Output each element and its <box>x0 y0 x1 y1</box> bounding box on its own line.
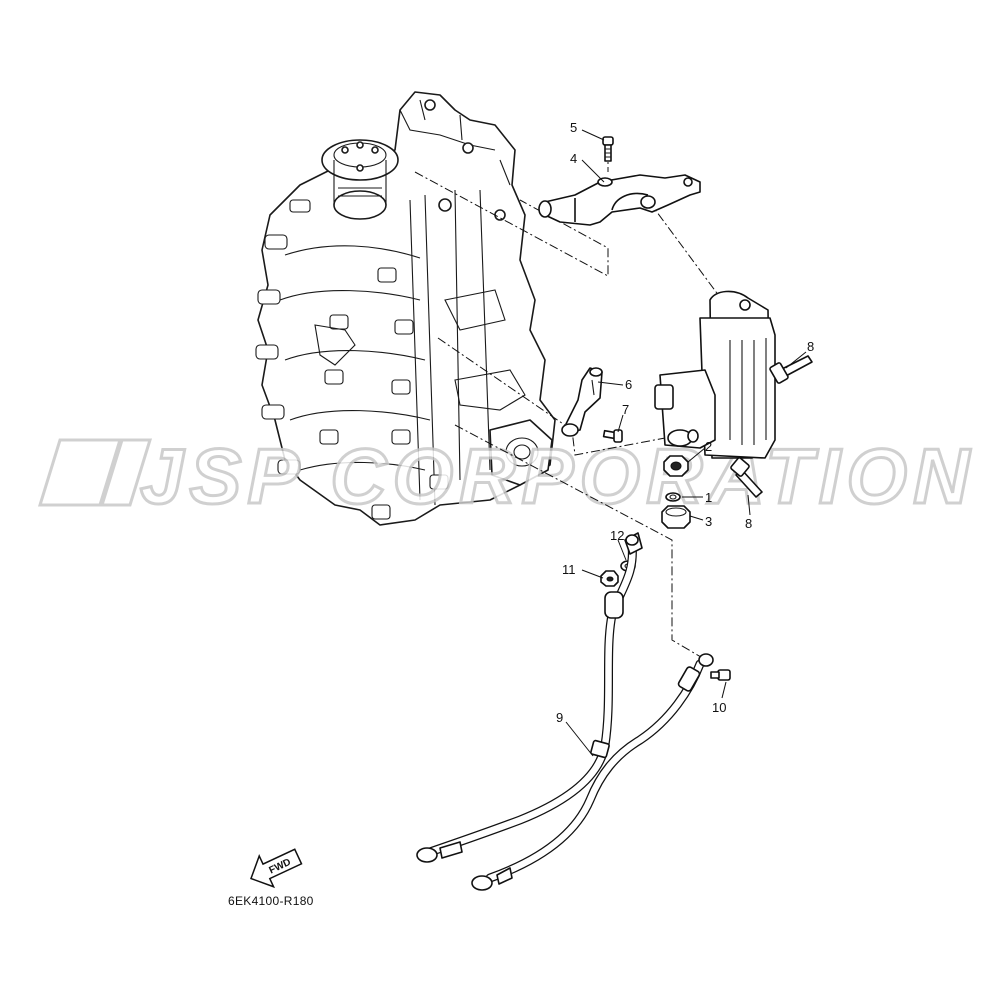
part-10-bolt <box>710 669 731 681</box>
callout-1: 1 <box>705 490 712 505</box>
assembly-lines <box>414 150 723 661</box>
forward-arrow-icon: FWD <box>250 848 303 889</box>
starter-motor <box>654 290 776 459</box>
callout-8-lower: 8 <box>745 516 752 531</box>
callout-2: 2 <box>705 439 712 454</box>
callout-12: 12 <box>610 528 624 543</box>
part-9-battery-cable <box>416 532 714 891</box>
callout-6: 6 <box>625 377 632 392</box>
part-4-bracket <box>538 174 701 226</box>
callout-11: 11 <box>562 562 576 577</box>
callout-7: 7 <box>622 402 629 417</box>
callout-5: 5 <box>570 120 577 135</box>
watermark-logo-mark <box>37 438 153 507</box>
watermark: JSP CORPORATION <box>37 431 975 522</box>
callout-8-upper: 8 <box>807 339 814 354</box>
part-2-nut <box>663 455 689 477</box>
engine-block <box>255 91 556 526</box>
watermark-text: JSP CORPORATION <box>140 432 975 520</box>
part-6-lead <box>561 367 603 437</box>
callout-9: 9 <box>556 710 563 725</box>
leader-lines <box>565 129 807 757</box>
part-5-bolt <box>602 136 614 162</box>
part-7-bolt <box>602 429 623 443</box>
diagram-code: 6EK4100-R180 <box>228 894 314 908</box>
part-8-bolt-upper <box>769 355 813 384</box>
callout-10: 10 <box>712 700 726 715</box>
part-8-bolt-lower <box>730 457 763 498</box>
callout-3: 3 <box>705 514 712 529</box>
callout-labels: 1 2 3 4 5 6 7 8 8 9 10 11 12 <box>556 120 814 725</box>
part-11-nut <box>600 570 619 587</box>
part-1-washer <box>665 492 681 502</box>
part-3-cap <box>661 505 691 529</box>
callout-4: 4 <box>570 151 577 166</box>
